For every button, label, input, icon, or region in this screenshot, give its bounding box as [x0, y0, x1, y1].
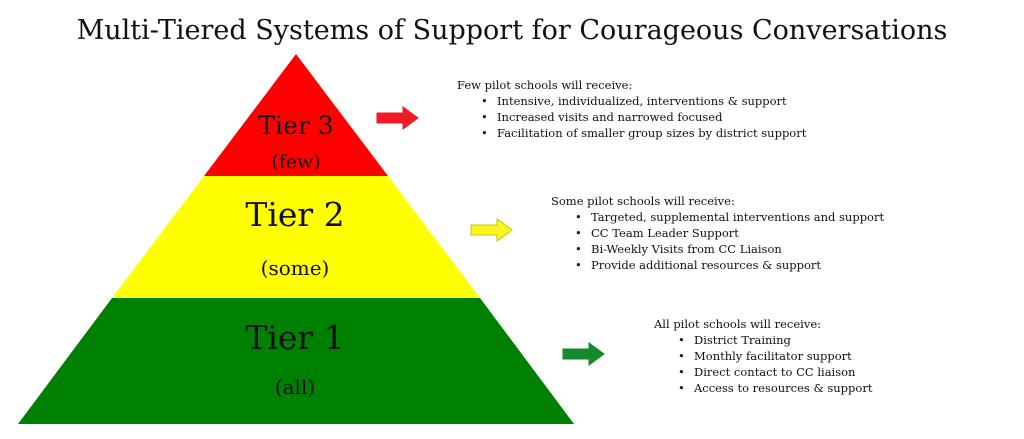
tier-3-label: Tier 3 [258, 111, 334, 140]
tier-2-list: •Targeted, supplemental interventions an… [569, 209, 884, 273]
bullet-icon: • [678, 365, 685, 379]
tier-2-heading: Some pilot schools will receive: [551, 194, 735, 208]
bullet-icon: • [678, 381, 685, 395]
tier-3-list: •Intensive, individualized, intervention… [475, 93, 806, 141]
list-item: •Increased visits and narrowed focused [481, 110, 723, 124]
list-item: •Monthly facilitator support [678, 349, 852, 363]
tier-1-arrow-icon [562, 342, 606, 366]
bullet-icon: • [481, 126, 488, 140]
tier-3-arrow-icon [376, 106, 420, 130]
tier-3-description: Few pilot schools will receive: •Intensi… [457, 77, 806, 141]
bullet-icon: • [575, 226, 582, 240]
tier-1-band [18, 298, 574, 424]
tier-1-description: All pilot schools will receive: •Distric… [654, 316, 872, 396]
bullet-icon: • [481, 110, 488, 124]
list-item: •Facilitation of smaller group sizes by … [481, 126, 807, 140]
bullet-icon: • [481, 94, 488, 108]
list-item: •Access to resources & support [678, 381, 873, 395]
bullet-icon: • [575, 242, 582, 256]
bullet-icon: • [678, 349, 685, 363]
tier-2-arrow-icon [470, 218, 514, 242]
tier-3-qualifier: (few) [271, 151, 321, 173]
tier-1-list: •District Training •Monthly facilitator … [672, 332, 872, 396]
tier-1-label: Tier 1 [245, 318, 345, 357]
list-item: •Intensive, individualized, intervention… [481, 94, 787, 108]
bullet-icon: • [575, 210, 582, 224]
tier-2-qualifier: (some) [260, 256, 330, 280]
tier-3-heading: Few pilot schools will receive: [457, 78, 633, 92]
list-item: •Direct contact to CC liaison [678, 365, 856, 379]
tier-2-label: Tier 2 [245, 195, 345, 234]
tier-2-band [112, 176, 480, 298]
page-title: Multi-Tiered Systems of Support for Cour… [76, 15, 948, 46]
bullet-icon: • [678, 333, 685, 347]
list-item: •District Training [678, 333, 791, 347]
list-item: •Targeted, supplemental interventions an… [575, 210, 885, 224]
tier-3-band [204, 54, 388, 176]
list-item: •Provide additional resources & support [575, 258, 822, 272]
tier-2-description: Some pilot schools will receive: •Target… [551, 193, 884, 273]
list-item: •CC Team Leader Support [575, 226, 739, 240]
list-item: •Bi-Weekly Visits from CC Liaison [575, 242, 782, 256]
bullet-icon: • [575, 258, 582, 272]
tier-1-heading: All pilot schools will receive: [654, 317, 822, 331]
tier-1-qualifier: (all) [274, 375, 316, 399]
